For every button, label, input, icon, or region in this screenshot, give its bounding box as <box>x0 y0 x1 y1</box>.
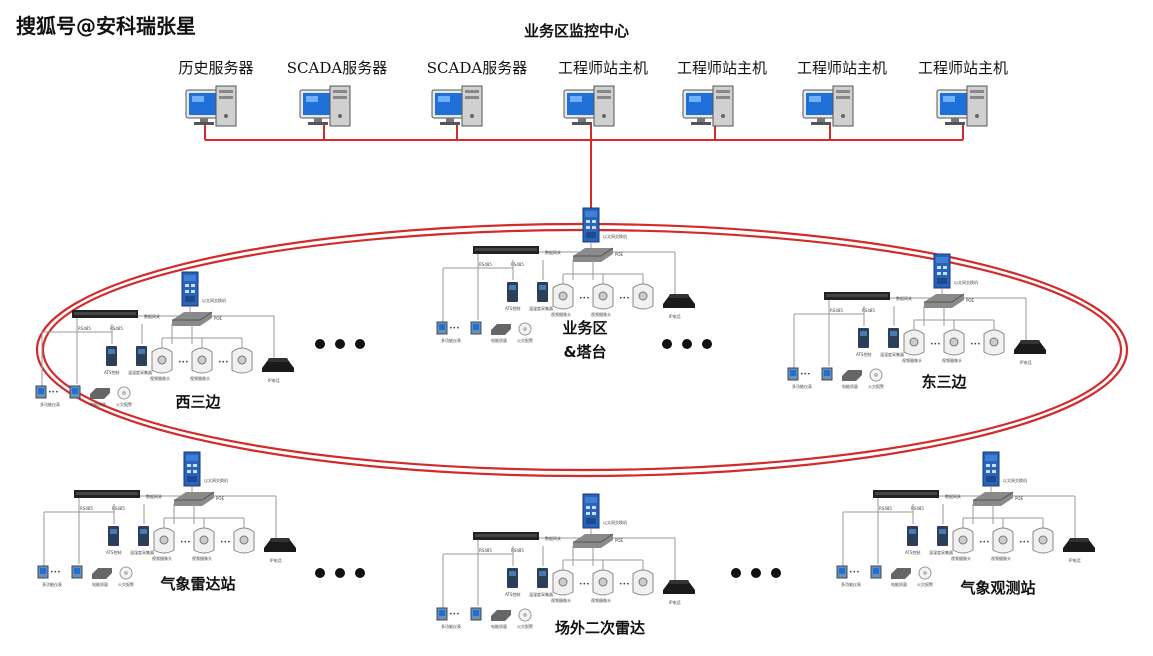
site-label-weather-obs: 气象观测站 <box>960 579 1036 597</box>
site-label-weather-radar: 气象雷达站 <box>160 575 236 593</box>
server-label: 工程师站主机 <box>557 59 649 77</box>
server-pc-icon <box>431 85 483 127</box>
cluster-east <box>788 254 1046 389</box>
site-label-secondary-radar: 场外二次雷达 <box>554 619 646 637</box>
site-label-west: 西三边 <box>175 393 221 411</box>
server-computers <box>185 85 988 127</box>
cluster-secondary-radar <box>437 494 695 629</box>
monitoring-center-bus <box>204 124 964 210</box>
server-label: 历史服务器 <box>178 59 254 77</box>
cluster-weather-obs <box>837 452 1095 587</box>
server-label: 工程师站主机 <box>796 59 888 77</box>
server-pc-icon <box>299 85 351 127</box>
cluster-west <box>36 272 294 407</box>
server-label: 工程师站主机 <box>676 59 768 77</box>
server-label: SCADA服务器 <box>286 59 388 77</box>
fiber-ring <box>35 222 1129 478</box>
server-label: 工程师站主机 <box>917 59 1009 77</box>
continuation-dots <box>315 339 781 578</box>
cluster-weather-radar <box>38 452 296 587</box>
site-label-center-line1: 业务区 <box>562 319 608 337</box>
site-label-center-line2: &塔台 <box>563 343 607 361</box>
diagram-title: 业务区监控中心 <box>523 22 629 40</box>
server-pc-icon <box>185 85 237 127</box>
server-pc-icon <box>936 85 988 127</box>
watermark-text: 搜狐号@安科瑞张星 <box>16 14 196 38</box>
site-label-east: 东三边 <box>921 373 967 391</box>
server-pc-icon <box>563 85 615 127</box>
server-pc-icon <box>802 85 854 127</box>
server-pc-icon <box>682 85 734 127</box>
site-label-center: 业务区 &塔台 <box>562 316 607 364</box>
server-label: SCADA服务器 <box>426 59 528 77</box>
